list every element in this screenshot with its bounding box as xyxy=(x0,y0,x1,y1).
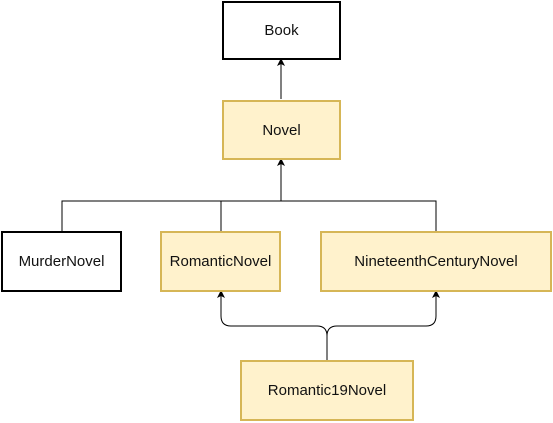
node-romantic19-novel-label: Romantic19Novel xyxy=(267,382,387,399)
edge-romantic19-to-romantic xyxy=(217,290,328,360)
node-book[interactable]: Book xyxy=(222,1,341,60)
node-nineteenth-century-novel-label: NineteenthCenturyNovel xyxy=(354,253,518,270)
node-murder-novel[interactable]: MurderNovel xyxy=(1,231,122,292)
node-romantic19-novel[interactable]: Romantic19Novel xyxy=(240,360,414,421)
node-novel-label: Novel xyxy=(262,121,301,139)
node-novel[interactable]: Novel xyxy=(222,100,341,160)
edge-romantic19-to-nineteenth xyxy=(326,290,440,360)
node-romantic-novel-label: RomanticNovel xyxy=(169,253,272,270)
node-murder-novel-label: MurderNovel xyxy=(18,253,105,270)
edge-murder-to-novel xyxy=(61,200,281,231)
edge-nineteenth-to-novel xyxy=(281,200,437,231)
node-book-label: Book xyxy=(264,22,299,39)
node-romantic-novel[interactable]: RomanticNovel xyxy=(160,231,281,292)
node-nineteenth-century-novel[interactable]: NineteenthCenturyNovel xyxy=(320,231,552,292)
